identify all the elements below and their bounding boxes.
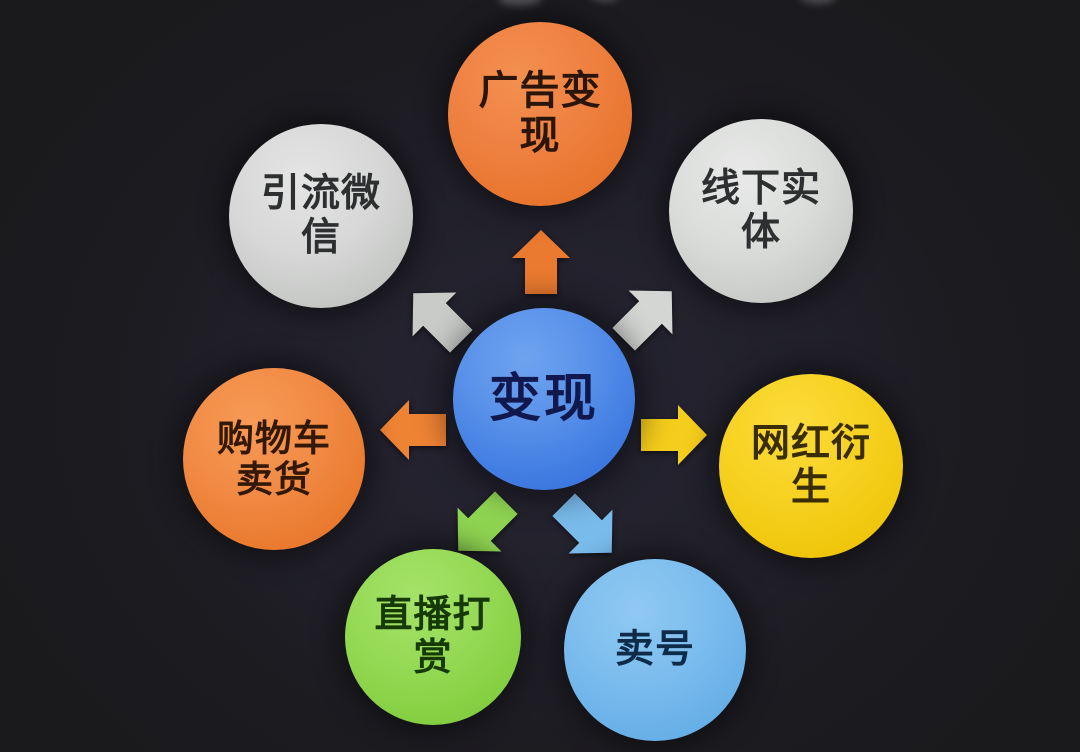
top-edge-artifact-2 (590, 0, 620, 2)
top-edge-artifact-3 (800, 0, 836, 4)
arrow-down-right-icon (548, 489, 626, 567)
node-offline-store[interactable]: 线下实体 (669, 119, 853, 303)
node-influencer-derivatives-label: 网红衍生 (750, 422, 871, 509)
node-livestream-tips[interactable]: 直播打赏 (345, 549, 521, 725)
center-node-monetization-label: 变现 (488, 369, 599, 428)
top-edge-artifact-1 (498, 0, 542, 6)
node-wechat-traffic-label: 引流微信 (260, 172, 381, 259)
arrow-right-icon (635, 397, 711, 473)
node-account-selling-label: 卖号 (614, 628, 695, 672)
center-node-monetization[interactable]: 变现 (453, 308, 635, 490)
arrow-left-icon (376, 392, 452, 468)
node-shopping-cart-sales-label: 购物车卖货 (216, 417, 331, 500)
node-influencer-derivatives[interactable]: 网红衍生 (719, 374, 903, 558)
arrow-up-right-icon (608, 277, 686, 355)
node-offline-store-label: 线下实体 (700, 167, 821, 254)
arrow-down-left-icon (444, 487, 522, 565)
node-shopping-cart-sales[interactable]: 购物车卖货 (183, 368, 365, 550)
node-ad-monetization[interactable]: 广告变现 (448, 22, 632, 206)
arrow-up-icon (508, 228, 574, 298)
node-livestream-tips-label: 直播打赏 (374, 594, 492, 679)
node-account-selling[interactable]: 卖号 (564, 559, 746, 741)
arrow-up-left-icon (399, 279, 477, 357)
node-ad-monetization-label: 广告变现 (478, 69, 602, 158)
node-wechat-traffic[interactable]: 引流微信 (229, 124, 413, 308)
